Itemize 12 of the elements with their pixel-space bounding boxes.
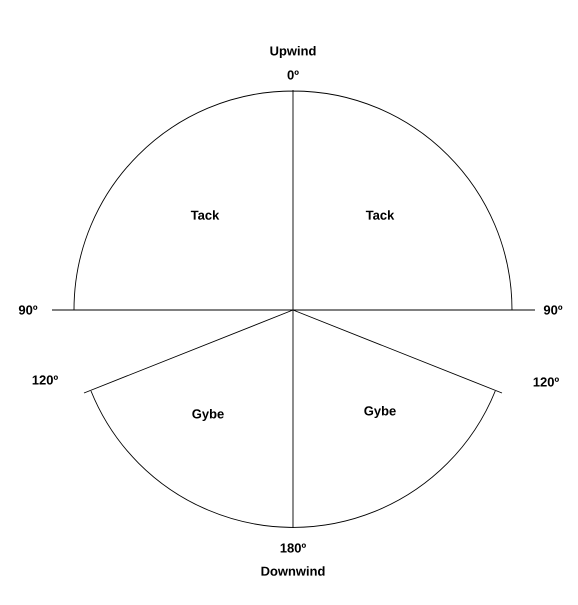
heading-label: Upwind (270, 46, 316, 58)
angle-label: 90º (544, 305, 562, 315)
zone-label: Gybe (364, 406, 396, 418)
angle-label: 120º (32, 375, 58, 385)
heading-label: Downwind (261, 566, 325, 576)
angle-label: 90º (18, 305, 38, 315)
zone-label: Tack (366, 210, 394, 220)
angle-label: 180º (280, 543, 306, 553)
zone-label: Gybe (192, 408, 224, 422)
angle-label: 0º (288, 70, 299, 80)
angle-label: 120º (534, 377, 559, 387)
zone-label: Tack (190, 210, 220, 220)
